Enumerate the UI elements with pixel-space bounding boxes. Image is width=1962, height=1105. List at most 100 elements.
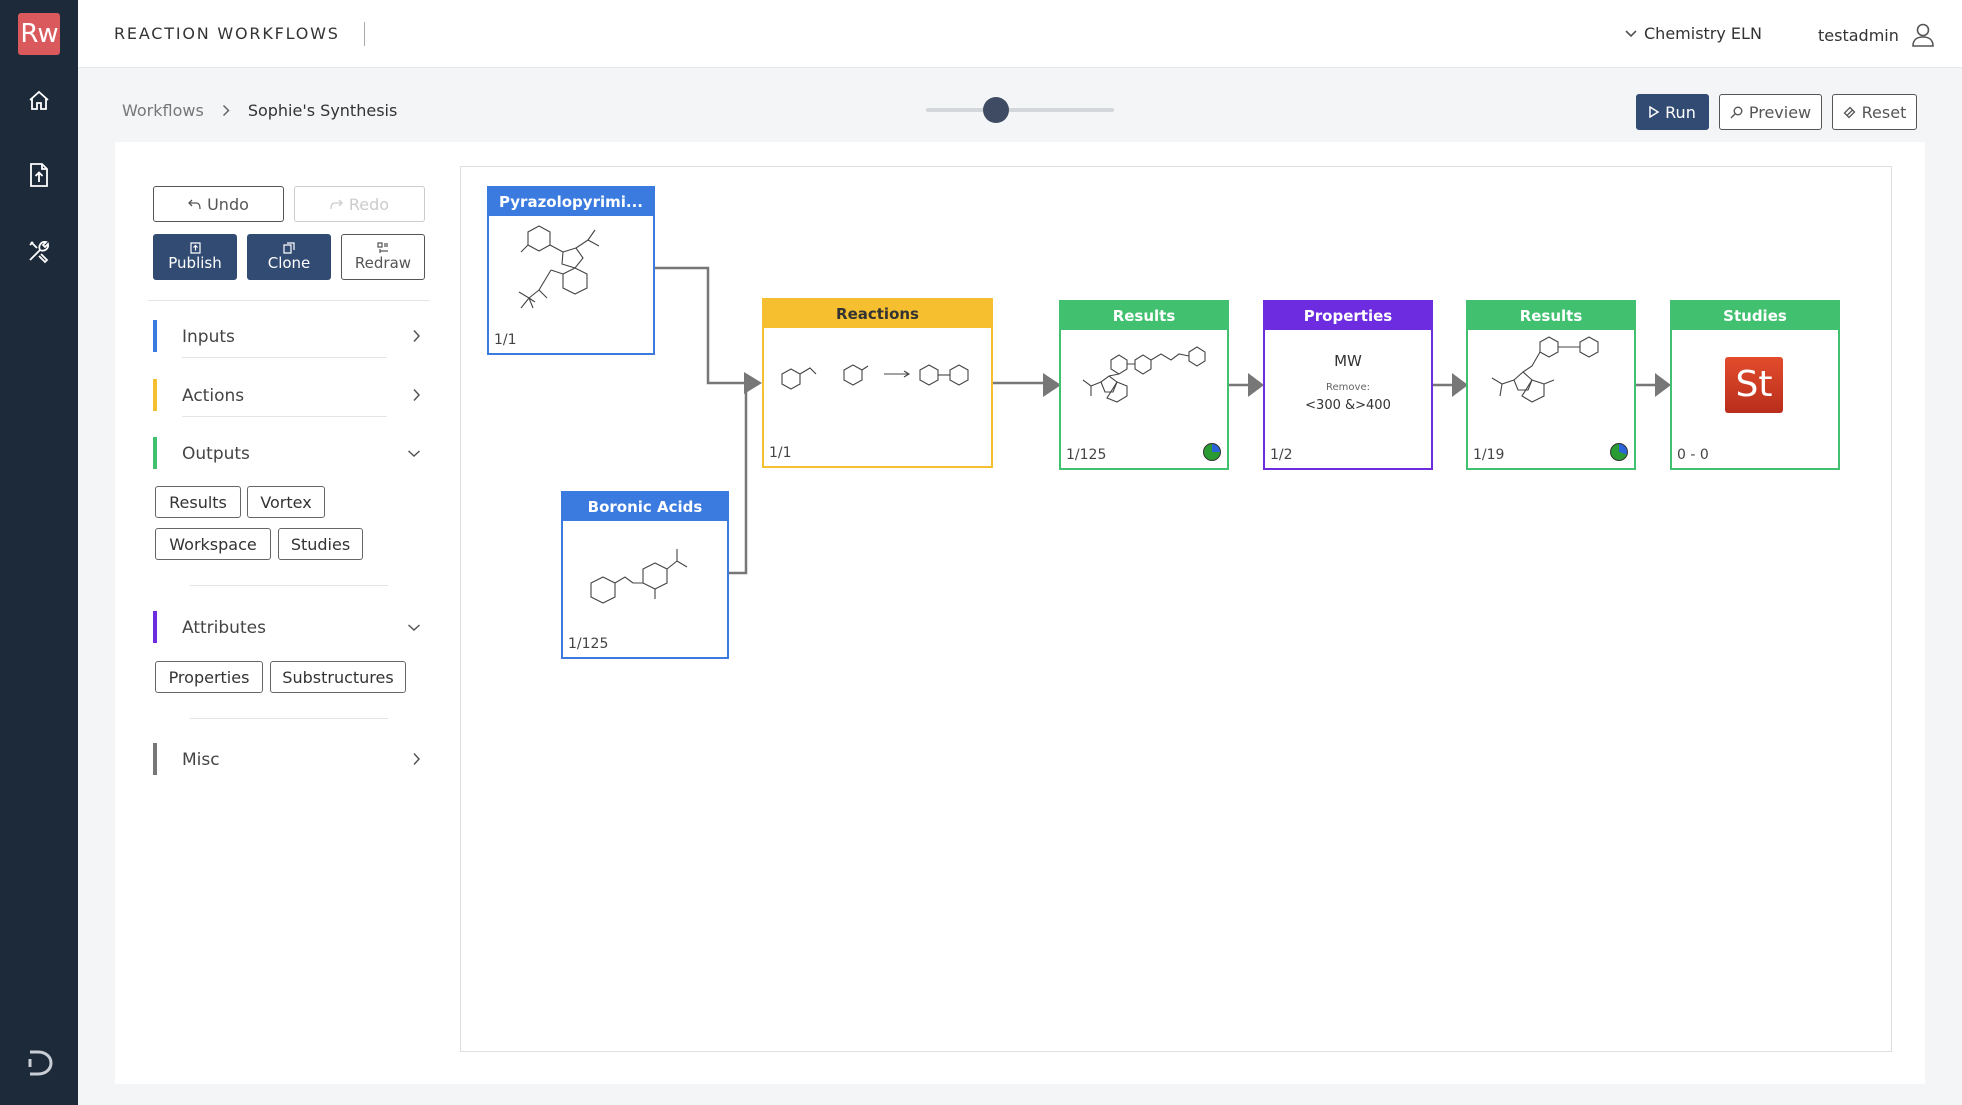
chip-results[interactable]: Results [155,486,241,518]
node-reactions-title: Reactions [764,300,991,328]
run-button[interactable]: Run [1636,94,1709,130]
brand-logo-icon [22,1046,56,1080]
username: testadmin [1818,25,1899,45]
section-actions-label: Actions [182,386,245,406]
structure-image [1468,332,1634,446]
preview-button[interactable]: Preview [1719,94,1822,130]
node-results-1[interactable]: Results 1/125 [1059,300,1229,470]
section-misc-label: Misc [182,750,220,770]
title-separator [364,22,365,46]
node-studies-count: 0 - 0 [1677,447,1709,463]
search-icon [1730,106,1743,118]
outputs-divider [190,585,388,586]
node-reactions[interactable]: Reactions 1/1 [762,298,993,468]
actions-color-bar [153,379,157,411]
zoom-slider-thumb[interactable] [983,97,1009,123]
node-properties-title: Properties [1265,302,1431,330]
chip-studies[interactable]: Studies [278,528,363,560]
node-results-1-title: Results [1061,302,1227,330]
tools-icon[interactable] [24,236,54,266]
app-logo[interactable]: Rw [18,13,60,55]
publish-icon [189,242,201,254]
node-properties[interactable]: Properties MW Remove: <300 &>400 1/2 [1263,300,1433,470]
reset-button-label: Reset [1861,102,1907,122]
chevron-down-icon [407,450,421,458]
undo-icon [188,199,201,209]
app-title: REACTION WORKFLOWS [114,24,340,43]
node-results-2-title: Results [1468,302,1634,330]
node-studies-title: Studies [1672,302,1838,330]
property-name: MW [1334,352,1362,370]
structure-image [563,523,727,635]
section-outputs[interactable]: Outputs [153,437,425,471]
publish-button[interactable]: Publish [153,234,237,280]
redraw-button-label: Redraw [354,254,412,272]
section-attributes[interactable]: Attributes [153,611,425,645]
node-results-2[interactable]: Results 1/19 [1466,300,1636,470]
section-inputs[interactable]: Inputs [153,320,425,358]
chevron-right-icon [222,104,230,117]
play-icon [1649,106,1660,118]
node-results-2-count: 1/19 [1473,447,1505,463]
user-menu[interactable]: testadmin [1818,22,1935,48]
attributes-divider [190,718,388,719]
attributes-color-bar [153,611,157,643]
zoom-slider-track[interactable] [926,108,1114,112]
publish-button-label: Publish [168,254,222,272]
structure-image [1061,332,1227,446]
redraw-button[interactable]: Redraw [341,234,425,280]
node-pyrazolo-count: 1/1 [494,332,517,348]
node-pyrazolo[interactable]: Pyrazolopyrimi... 1/1 [487,186,655,355]
redo-button[interactable]: Redo [294,186,425,222]
chevron-right-icon [413,388,421,402]
node-reactions-count: 1/1 [769,445,792,461]
status-pie-icon [1203,443,1221,461]
breadcrumb: Workflows Sophie's Synthesis [122,101,397,120]
node-pyrazolo-title: Pyrazolopyrimi... [489,188,653,216]
section-misc[interactable]: Misc [153,743,425,777]
studies-logo: St [1725,357,1783,413]
home-icon[interactable] [24,86,54,116]
chip-properties[interactable]: Properties [155,661,263,693]
node-boronic[interactable]: Boronic Acids 1/125 [561,491,729,659]
node-studies[interactable]: Studies St 0 - 0 [1670,300,1840,470]
breadcrumb-current: Sophie's Synthesis [247,101,398,120]
breadcrumb-workflows[interactable]: Workflows [122,101,204,120]
section-underline [182,416,387,417]
node-properties-count: 1/2 [1270,447,1293,463]
chevron-down-icon [1625,29,1637,37]
node-boronic-title: Boronic Acids [563,493,727,521]
preview-button-label: Preview [1748,102,1812,122]
chevron-right-icon [413,752,421,766]
copy-icon [283,242,295,254]
redo-icon [330,199,343,209]
property-remove-label: Remove: [1326,382,1370,393]
clone-button[interactable]: Clone [247,234,331,280]
tools-divider [148,300,430,301]
structure-image [489,218,653,331]
section-actions[interactable]: Actions [153,379,425,417]
chevron-down-icon [407,624,421,632]
section-attributes-label: Attributes [182,618,266,638]
user-icon [1912,23,1934,47]
reset-button[interactable]: Reset [1832,94,1917,130]
undo-button-label: Undo [207,194,249,214]
section-underline [182,357,387,358]
document-upload-icon[interactable] [24,160,54,190]
chip-substructures[interactable]: Substructures [270,661,406,693]
project-selector[interactable]: Chemistry ELN [1624,24,1762,43]
redraw-icon [377,242,388,253]
clone-button-label: Clone [267,254,311,272]
zoom-slider[interactable] [926,96,1114,124]
reaction-scheme-image [764,330,991,444]
project-selector-label: Chemistry ELN [1644,24,1762,43]
chip-workspace[interactable]: Workspace [155,528,271,560]
top-header: REACTION WORKFLOWS Chemistry ELN testadm… [78,0,1962,68]
section-outputs-label: Outputs [182,444,250,464]
node-results-1-count: 1/125 [1066,447,1107,463]
chip-vortex[interactable]: Vortex [247,486,325,518]
nav-rail: Rw [0,0,78,1105]
section-inputs-label: Inputs [182,327,235,347]
undo-button[interactable]: Undo [153,186,284,222]
eraser-icon [1843,106,1856,118]
